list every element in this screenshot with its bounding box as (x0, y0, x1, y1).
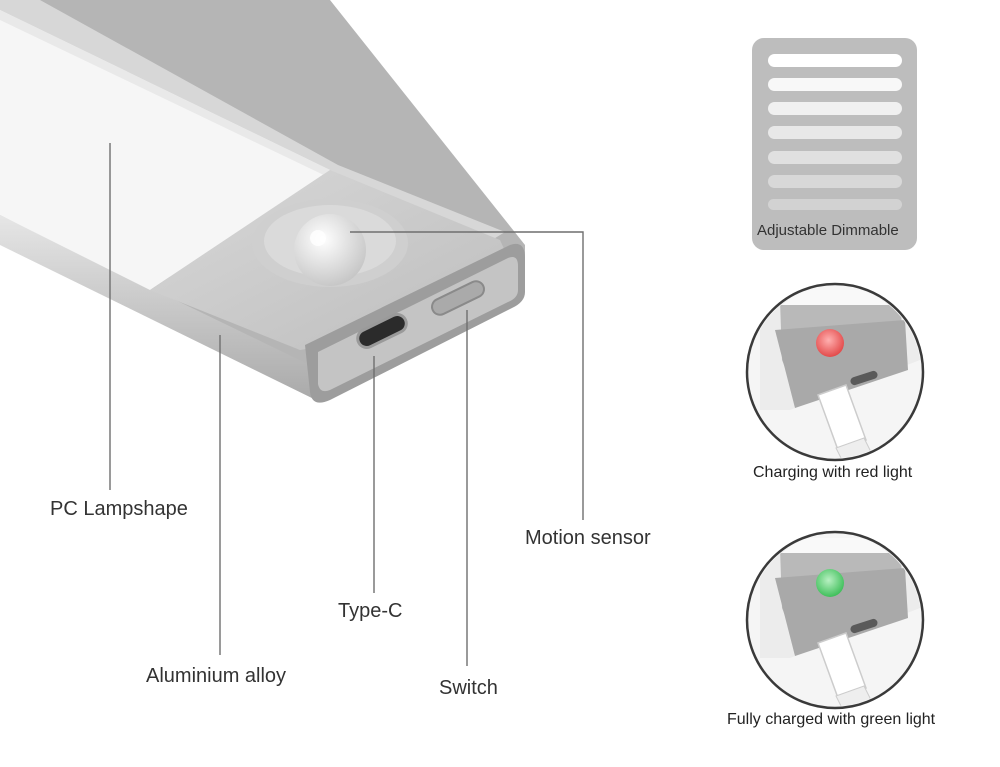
label-aluminium-alloy: Aluminium alloy (146, 665, 287, 687)
label-motion-sensor: Motion sensor (525, 527, 651, 549)
charged-green-illustration (745, 530, 925, 710)
leader-lines (109, 143, 584, 666)
label-pc-lampshape: PC Lampshape (50, 498, 188, 520)
caption-charging-red: Charging with red light (753, 464, 913, 481)
charging-red-illustration (745, 282, 925, 462)
motion-sensor-lens (294, 214, 366, 286)
red-indicator (816, 329, 844, 357)
type-c-port (356, 313, 408, 349)
switch-button (431, 280, 485, 316)
caption-charged-green: Fully charged with green light (727, 711, 936, 728)
pc-lampshade (0, 10, 330, 290)
aluminium-side (0, 215, 320, 402)
label-switch: Switch (439, 677, 498, 699)
dimmable-panel (752, 38, 917, 250)
label-type-c: Type-C (338, 600, 403, 622)
lamp-bar (0, 0, 525, 403)
label-adjustable-dimmable: Adjustable Dimmable (757, 222, 899, 239)
green-indicator (816, 569, 844, 597)
